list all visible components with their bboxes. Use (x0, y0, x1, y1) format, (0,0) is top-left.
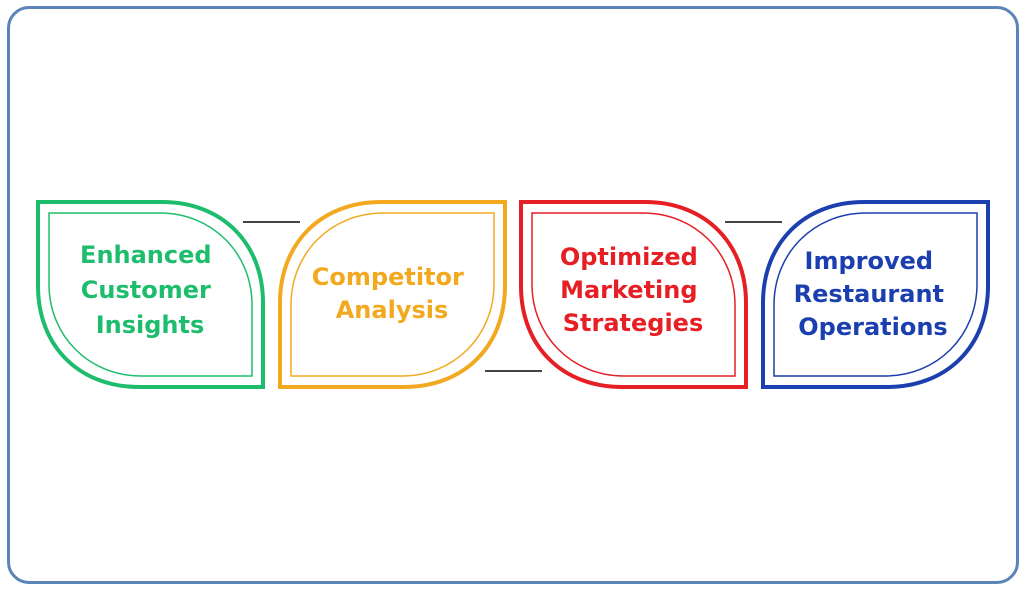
card-4-line-3: Operations (798, 313, 947, 341)
card-improved-restaurant-operations: Improved Restaurant Operations (761, 200, 990, 389)
card-enhanced-customer-insights: Enhanced Customer Insights (36, 200, 265, 389)
card-2-line-1: Competitor (312, 263, 464, 291)
card-2-outer-shape (278, 200, 507, 389)
card-1-outer-shape (36, 200, 265, 389)
card-1-inner-shape (48, 212, 253, 377)
card-4-outer-shape (761, 200, 990, 389)
card-2-line-2: Analysis (336, 296, 449, 324)
card-1-line-1: Enhanced (80, 241, 212, 269)
card-3-outer-shape (519, 200, 748, 389)
card-4-line-1: Improved (805, 247, 934, 275)
card-1-line-2: Customer (81, 276, 211, 304)
outer-frame (7, 6, 1019, 584)
card-3-label: Optimized Marketing Strategies (560, 243, 706, 337)
card-1-line-3: Insights (96, 311, 205, 339)
card-optimized-marketing-strategies: Optimized Marketing Strategies (519, 200, 748, 389)
card-2-inner-shape (290, 212, 495, 377)
card-4-inner-shape (773, 212, 978, 377)
card-4-line-2: Restaurant (794, 280, 944, 308)
card-2-label: Competitor Analysis (312, 263, 472, 324)
card-1-label: Enhanced Customer Insights (80, 241, 220, 339)
card-3-line-1: Optimized (560, 243, 698, 271)
card-3-line-3: Strategies (563, 309, 704, 337)
card-competitor-analysis: Competitor Analysis (278, 200, 507, 389)
card-4-label: Improved Restaurant Operations (794, 247, 953, 341)
card-3-line-2: Marketing (560, 276, 697, 304)
card-3-inner-shape (531, 212, 736, 377)
